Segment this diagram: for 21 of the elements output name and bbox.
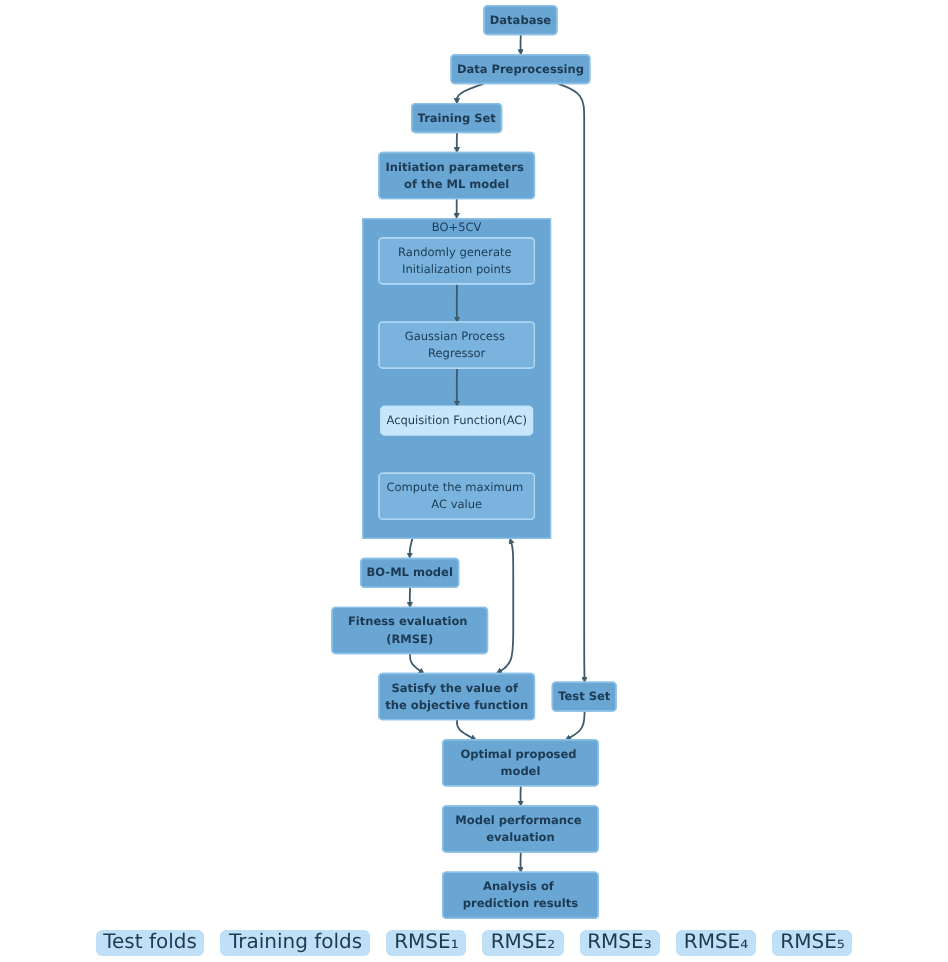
fold-label: RMSE₂: [482, 930, 564, 956]
arrow: [406, 586, 414, 608]
arrow: [453, 197, 460, 220]
arrow: [517, 34, 524, 56]
arrow: [453, 131, 460, 154]
fold-label: Test folds: [95, 930, 205, 956]
arrow: [409, 652, 425, 675]
fold-label: RMSE₄: [675, 930, 757, 956]
fold-label: RMSE₅: [772, 930, 853, 956]
arrow: [453, 283, 461, 323]
arrow: [453, 82, 485, 105]
arrow: [517, 851, 524, 873]
fold-label: Training folds: [220, 930, 371, 956]
arrow: [453, 367, 461, 407]
fold-label: RMSE₁: [386, 930, 467, 956]
arrow: [456, 719, 477, 741]
arrow: [557, 82, 588, 683]
arrow: [406, 537, 414, 559]
arrow: [564, 710, 586, 741]
fold-label: RMSE₃: [579, 930, 660, 956]
arrow: [496, 538, 515, 674]
